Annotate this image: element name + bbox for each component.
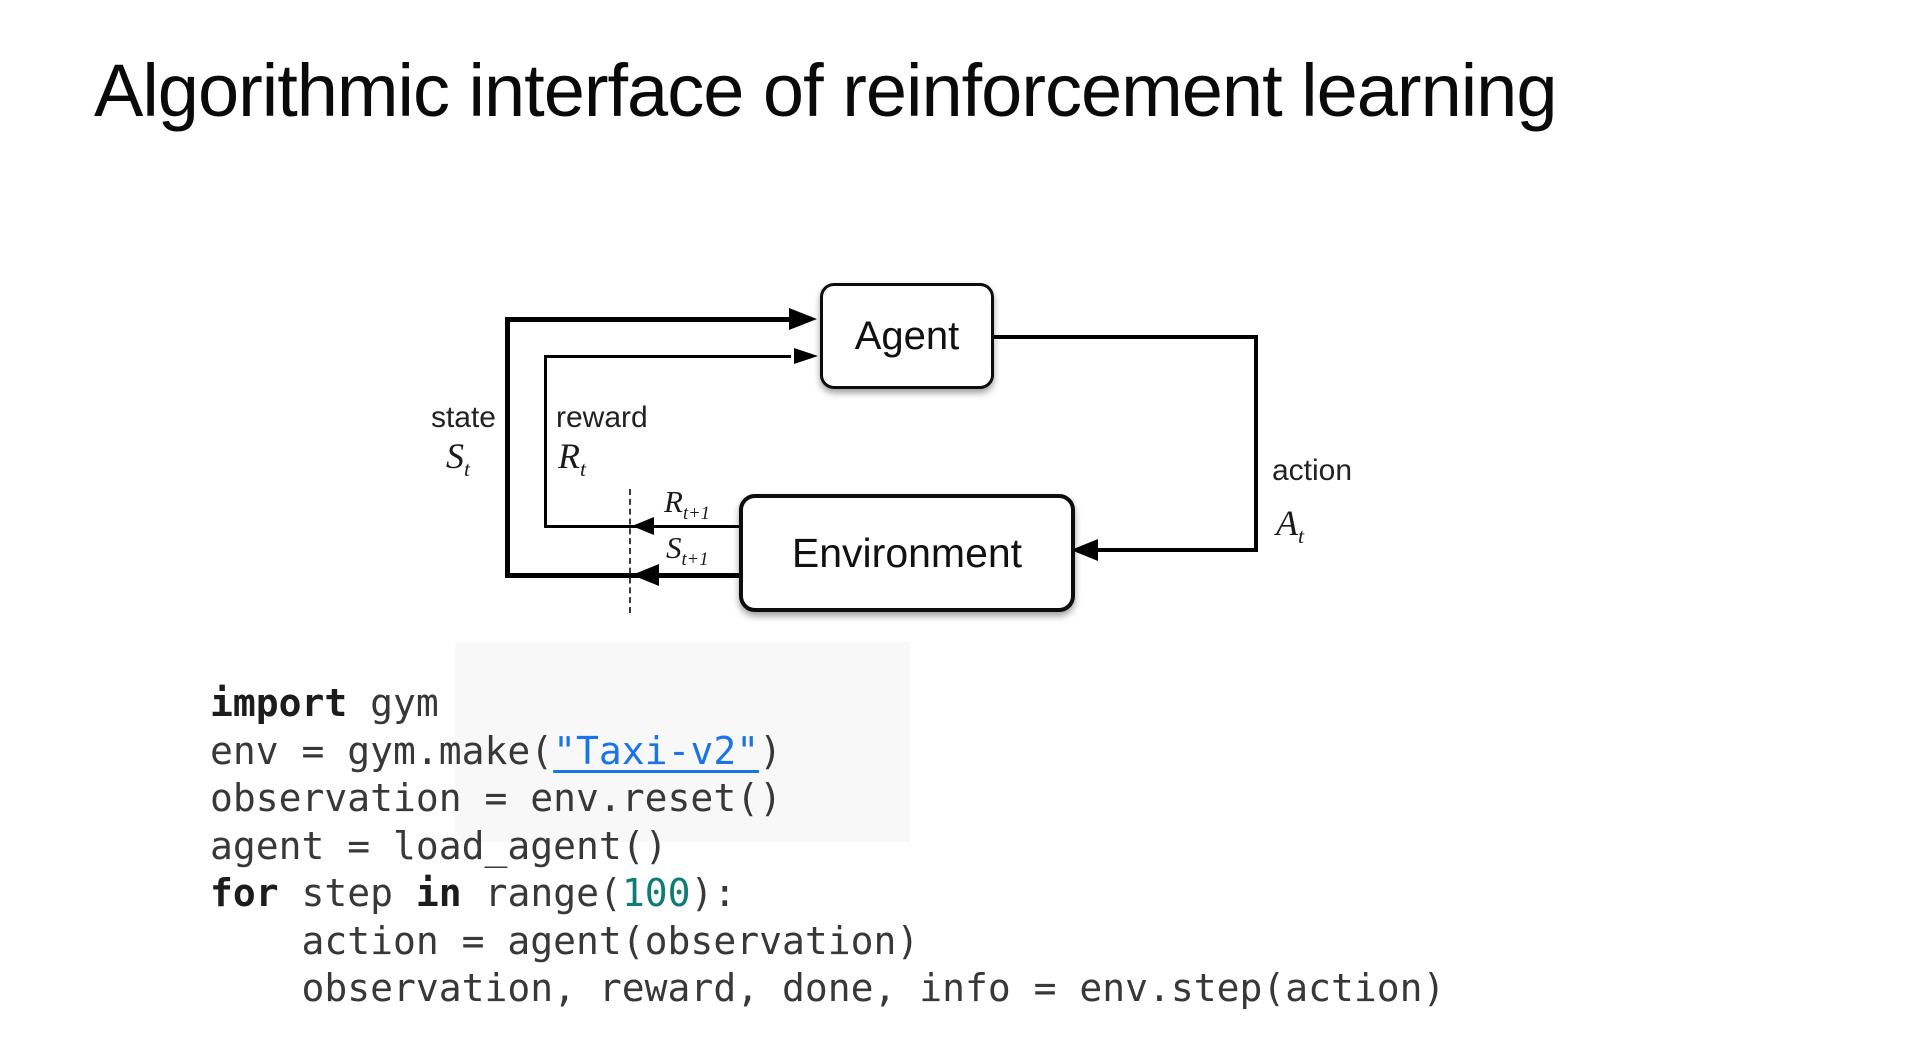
agent-box-label: Agent xyxy=(854,313,960,358)
state-arrowhead-into-agent-icon xyxy=(789,308,817,330)
action-symbol: At xyxy=(1276,503,1304,549)
code-token: for xyxy=(210,871,279,915)
code-line: import gym xyxy=(210,680,1445,728)
slide-title: Algorithmic interface of reinforcement l… xyxy=(94,49,1557,132)
reward-line-top xyxy=(544,355,791,358)
code-token: gym xyxy=(347,681,439,725)
code-token: ) xyxy=(759,728,782,773)
code-line: observation = env.reset() xyxy=(210,775,1445,823)
code-token: env = gym.make( xyxy=(210,728,554,773)
state-label: state xyxy=(430,401,496,434)
next-state-symbol: St+1 xyxy=(666,530,709,571)
environment-box: Environment xyxy=(739,494,1075,612)
reward-symbol: Rt xyxy=(558,436,586,482)
code-line: agent = load_agent() xyxy=(210,823,1445,871)
code-token: agent = load_agent() xyxy=(210,823,668,868)
next-state-arrowhead-icon xyxy=(632,564,659,586)
code-token: action = agent(observation) xyxy=(210,918,920,963)
code-token: range( xyxy=(461,871,622,915)
reward-line-left xyxy=(544,355,547,528)
action-label: action xyxy=(1272,454,1353,487)
action-line-bottom xyxy=(1095,548,1258,552)
environment-box-label: Environment xyxy=(791,529,1023,576)
action-line-right xyxy=(1254,335,1258,552)
taxi-v2-link[interactable]: "Taxi-v2" xyxy=(553,728,760,773)
reward-label: reward xyxy=(556,401,648,434)
state-symbol: St xyxy=(446,436,470,482)
next-state-line xyxy=(505,573,739,578)
code-line: observation, reward, done, info = env.st… xyxy=(210,965,1446,1013)
state-line-left xyxy=(505,317,510,578)
code-token: ): xyxy=(690,871,737,915)
code-token: step xyxy=(278,871,416,915)
code-token: import xyxy=(210,681,348,725)
action-line-top xyxy=(988,335,1258,339)
code-line: env = gym.make("Taxi-v2") xyxy=(210,728,1445,776)
code-token: 100 xyxy=(621,871,691,915)
code-token: observation, reward, done, info = env.st… xyxy=(210,966,1446,1010)
code-screenshot-background xyxy=(455,642,910,842)
action-arrowhead-into-env-icon xyxy=(1071,539,1098,561)
code-token: in xyxy=(415,871,462,915)
agent-box: Agent xyxy=(820,283,994,389)
code-token: observation = env.reset() xyxy=(210,776,782,820)
state-line-top xyxy=(505,317,790,322)
next-reward-symbol: Rt+1 xyxy=(664,484,710,525)
code-line: action = agent(observation) xyxy=(210,918,1445,966)
reward-arrowhead-into-agent-icon xyxy=(794,348,818,364)
code-line: for step in range(100): xyxy=(210,870,1445,918)
next-reward-arrowhead-icon xyxy=(632,517,654,535)
time-step-dashed-line xyxy=(629,489,631,613)
